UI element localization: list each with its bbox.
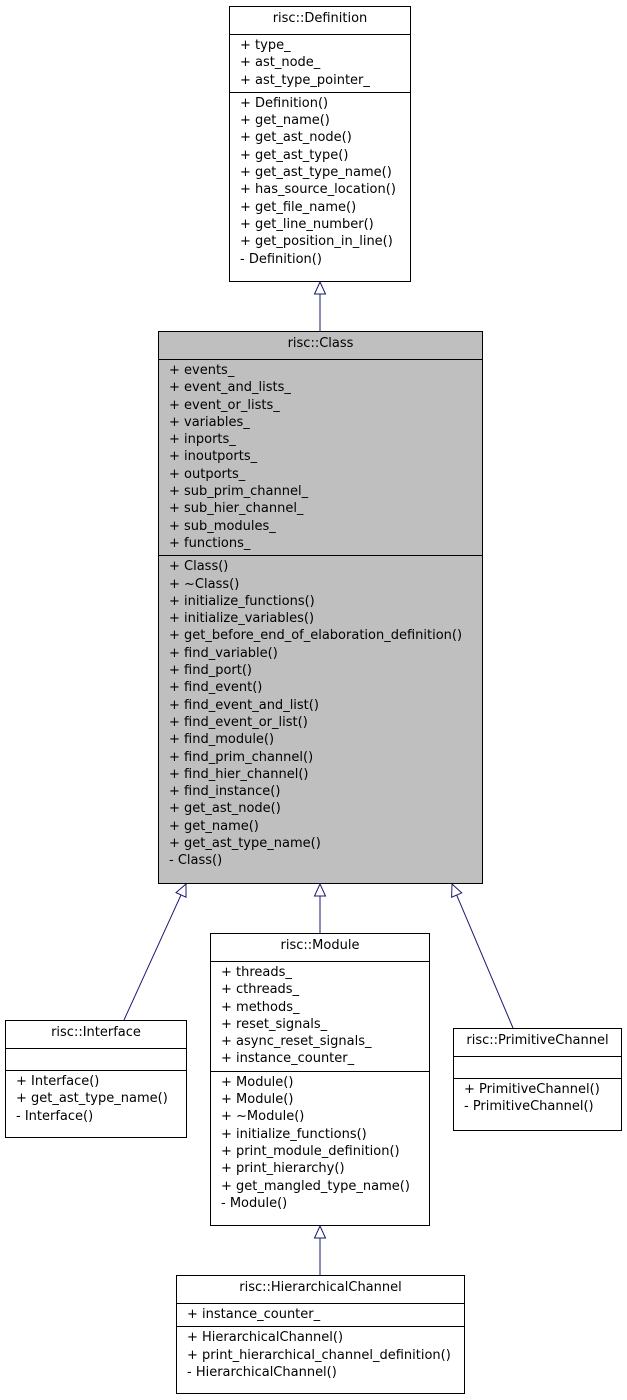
method-row: + find_port(): [169, 663, 252, 679]
attribute-row: + cthreads_: [221, 982, 300, 998]
method-row: + print_module_definition(): [221, 1143, 400, 1159]
attribute-row: + inoutports_: [169, 449, 258, 465]
attribute-section: [454, 1057, 621, 1078]
attribute-section: + threads_ + cthreads_+ methods_+ reset_s…: [211, 962, 429, 1071]
method-row: + PrimitiveChannel(): [464, 1082, 600, 1097]
method-row: + get_ast_type_name(): [169, 836, 321, 852]
method-row: + get_ast_type_name(): [16, 1091, 168, 1107]
class-node-hierarchical-channel[interactable]: risc::HierarchicalChannel + instance_cou…: [176, 1275, 465, 1394]
method-row: + find_module(): [169, 732, 275, 748]
class-node-definition[interactable]: risc::Definition + type_+ ast_node_+ ast…: [229, 6, 411, 282]
method-row: + Definition(): [240, 95, 329, 111]
method-section: + Module()+ Module()+ ~Module()+ initial…: [211, 1070, 429, 1215]
attribute-row: + reset_signals_: [221, 1016, 328, 1032]
edge-primitive_channel-to-class: [456, 894, 514, 1029]
class-node-module[interactable]: risc::Module + threads_+ cthreads_+ meth…: [210, 933, 430, 1226]
method-row: + get_before_end_of_elaboration_definiti…: [169, 628, 463, 644]
attribute-row: + sub_modules_: [169, 518, 276, 534]
attribute-row: + outports_: [169, 466, 246, 482]
attribute-row: + instance_counter_: [221, 1051, 355, 1067]
attribute-row: + sub_hier_channel_: [169, 501, 304, 517]
inheritance-arrowhead: [451, 882, 463, 898]
method-row: - Module(): [221, 1195, 288, 1211]
attribute-row: + async_reset_signals_: [221, 1034, 372, 1050]
method-row: + get_name(): [240, 113, 330, 129]
method-row: + find_event_or_list(): [169, 714, 308, 730]
class-title: risc::Module: [211, 934, 429, 962]
method-section: + Interface() + get_ast_type_name()- Inte…: [6, 1070, 186, 1128]
attribute-row: + ast_type_pointer_: [240, 72, 370, 88]
method-row: + get_line_number(): [240, 216, 374, 232]
method-row: + initialize_functions(): [221, 1126, 367, 1142]
method-row: + Class(): [169, 559, 229, 575]
method-row: + get_ast_node(): [169, 801, 281, 817]
inheritance-arrowhead: [313, 882, 327, 897]
attribute-section: + events_ + event_and_lists_+ event_or_li…: [159, 360, 482, 555]
attribute-section: [6, 1049, 186, 1070]
edge-interface-to-class: [123, 894, 182, 1021]
class-title: risc::Interface: [6, 1021, 186, 1049]
method-row: + ~Class(): [169, 576, 240, 592]
method-row: + get_ast_type_name(): [240, 165, 392, 181]
inheritance-arrowhead: [313, 280, 327, 295]
method-row: - Class(): [169, 853, 223, 869]
method-row: + find_prim_channel(): [169, 749, 314, 765]
method-row: + find_instance(): [169, 784, 281, 800]
method-row: + find_variable(): [169, 645, 278, 661]
method-row: + print_hierarchical_channel_definition(…: [187, 1347, 451, 1363]
method-section: + Class()+ ~Class()+ initialize_function…: [159, 555, 482, 872]
attribute-row: + event_and_lists_: [169, 380, 291, 396]
method-row: + Interface(): [16, 1074, 100, 1089]
attribute-row: + threads_: [221, 965, 292, 980]
class-node-class[interactable]: risc::Class + events_+ event_and_lists_+…: [158, 331, 483, 884]
method-row: - PrimitiveChannel(): [464, 1099, 594, 1115]
method-row: + ~Module(): [221, 1109, 305, 1125]
attribute-row: + events_: [169, 363, 235, 378]
method-row: + get_file_name(): [240, 199, 357, 215]
method-row: + Module(): [221, 1074, 294, 1090]
method-section: + Definition() + get_name()+ get_ast_node…: [230, 91, 410, 271]
class-title: risc::Definition: [230, 7, 410, 35]
class-node-interface[interactable]: risc::Interface + Interface()+ get_ast_t…: [5, 1020, 187, 1138]
attribute-row: + ast_node_: [240, 55, 321, 71]
method-row: + initialize_variables(): [169, 611, 315, 627]
method-row: + get_ast_node(): [240, 130, 352, 146]
method-row: + Module(): [221, 1092, 294, 1108]
method-row: + get_position_in_line(): [240, 234, 393, 250]
class-node-primitive-channel[interactable]: risc::PrimitiveChannel + PrimitiveChanne…: [453, 1028, 622, 1131]
method-row: - Definition(): [240, 251, 322, 267]
method-row: - HierarchicalChannel(): [187, 1364, 337, 1380]
attribute-row: + inports_: [169, 432, 236, 448]
method-row: + find_event_and_list(): [169, 697, 319, 713]
inheritance-arrowhead: [175, 882, 187, 898]
attribute-section: + type_ + ast_node_+ ast_type_pointer_: [230, 35, 410, 92]
attribute-row: + functions_: [169, 535, 251, 551]
attribute-row: + event_or_lists_: [169, 397, 280, 413]
method-row: + has_source_location(): [240, 182, 396, 198]
attribute-row: + variables_: [169, 414, 250, 430]
method-section: + PrimitiveChannel() - PrimitiveChannel(): [454, 1078, 621, 1119]
method-row: - Interface(): [16, 1108, 94, 1124]
class-title: risc::HierarchicalChannel: [177, 1276, 464, 1304]
attribute-row: + methods_: [221, 999, 300, 1015]
method-row: + find_event(): [169, 680, 263, 696]
attribute-row: + instance_counter_: [187, 1307, 321, 1322]
attribute-row: + sub_prim_channel_: [169, 484, 309, 500]
method-row: + print_hierarchy(): [221, 1161, 345, 1177]
method-row: + find_hier_channel(): [169, 766, 309, 782]
attribute-row: + type_: [240, 38, 291, 53]
method-row: + get_ast_type(): [240, 147, 349, 163]
class-title: risc::PrimitiveChannel: [454, 1029, 621, 1057]
method-row: + get_name(): [169, 818, 259, 834]
method-row: + get_mangled_type_name(): [221, 1178, 410, 1194]
method-row: + HierarchicalChannel(): [187, 1330, 344, 1346]
method-row: + initialize_functions(): [169, 593, 315, 609]
method-section: + HierarchicalChannel()+ print_hierarchi…: [177, 1326, 464, 1384]
class-title: risc::Class: [159, 332, 482, 360]
inheritance-arrowhead: [313, 1224, 327, 1239]
attribute-section: + instance_counter_: [177, 1304, 464, 1326]
